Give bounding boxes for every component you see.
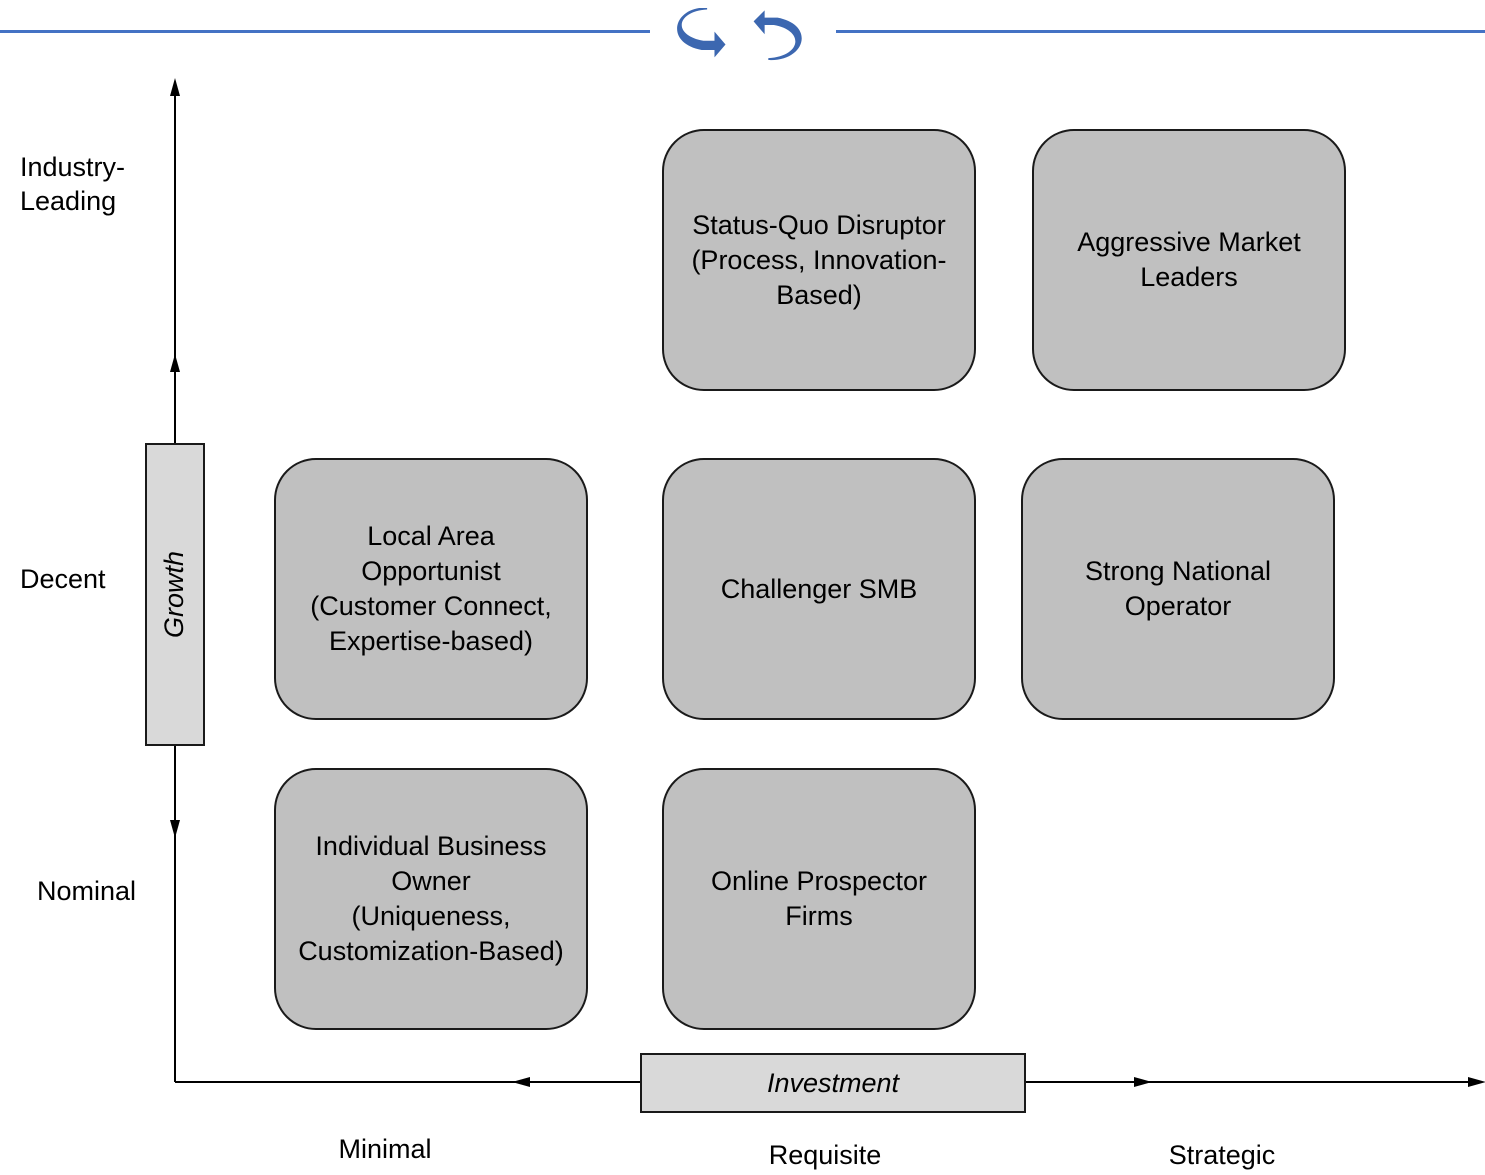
box-label: Individual Business Owner (Uniqueness, C… [298, 831, 564, 966]
box-label: Status-Quo Disruptor (Process, Innovatio… [691, 209, 947, 310]
box-aggressive-market-leaders: Aggressive Market Leaders [1032, 129, 1346, 391]
growth-axis-title: Growth [145, 443, 205, 746]
y-level-decent: Decent [20, 564, 106, 594]
box-label: Online Prospector Firms [710, 866, 928, 931]
box-label: Strong National Operator [1084, 556, 1272, 621]
box-label: Aggressive Market Leaders [1077, 227, 1301, 292]
box-status-quo-disruptor: Status-Quo Disruptor (Process, Innovatio… [662, 129, 976, 391]
box-label: Challenger SMB [720, 573, 918, 604]
x-level-requisite: Requisite [768, 1140, 882, 1170]
investment-axis-title: Investment [640, 1053, 1026, 1113]
header-rule-right [836, 30, 1485, 33]
box-strong-national-operator: Strong National Operator [1021, 458, 1335, 720]
box-individual-business-owner: Individual Business Owner (Uniqueness, C… [274, 768, 588, 1030]
header-rule-left [0, 30, 650, 33]
x-level-strategic: Strategic [1168, 1140, 1276, 1170]
box-online-prospector-firms: Online Prospector Firms [662, 768, 976, 1030]
y-level-industry-leading: Industry- Leading [20, 152, 126, 216]
y-level-nominal: Nominal [37, 876, 137, 906]
x-level-minimal: Minimal [338, 1134, 432, 1164]
rotate-arrows-icon [677, 8, 802, 61]
box-label: Local Area Opportunist (Customer Connect… [310, 521, 552, 656]
box-local-area-opportunist: Local Area Opportunist (Customer Connect… [274, 458, 588, 720]
box-challenger-smb: Challenger SMB [662, 458, 976, 720]
